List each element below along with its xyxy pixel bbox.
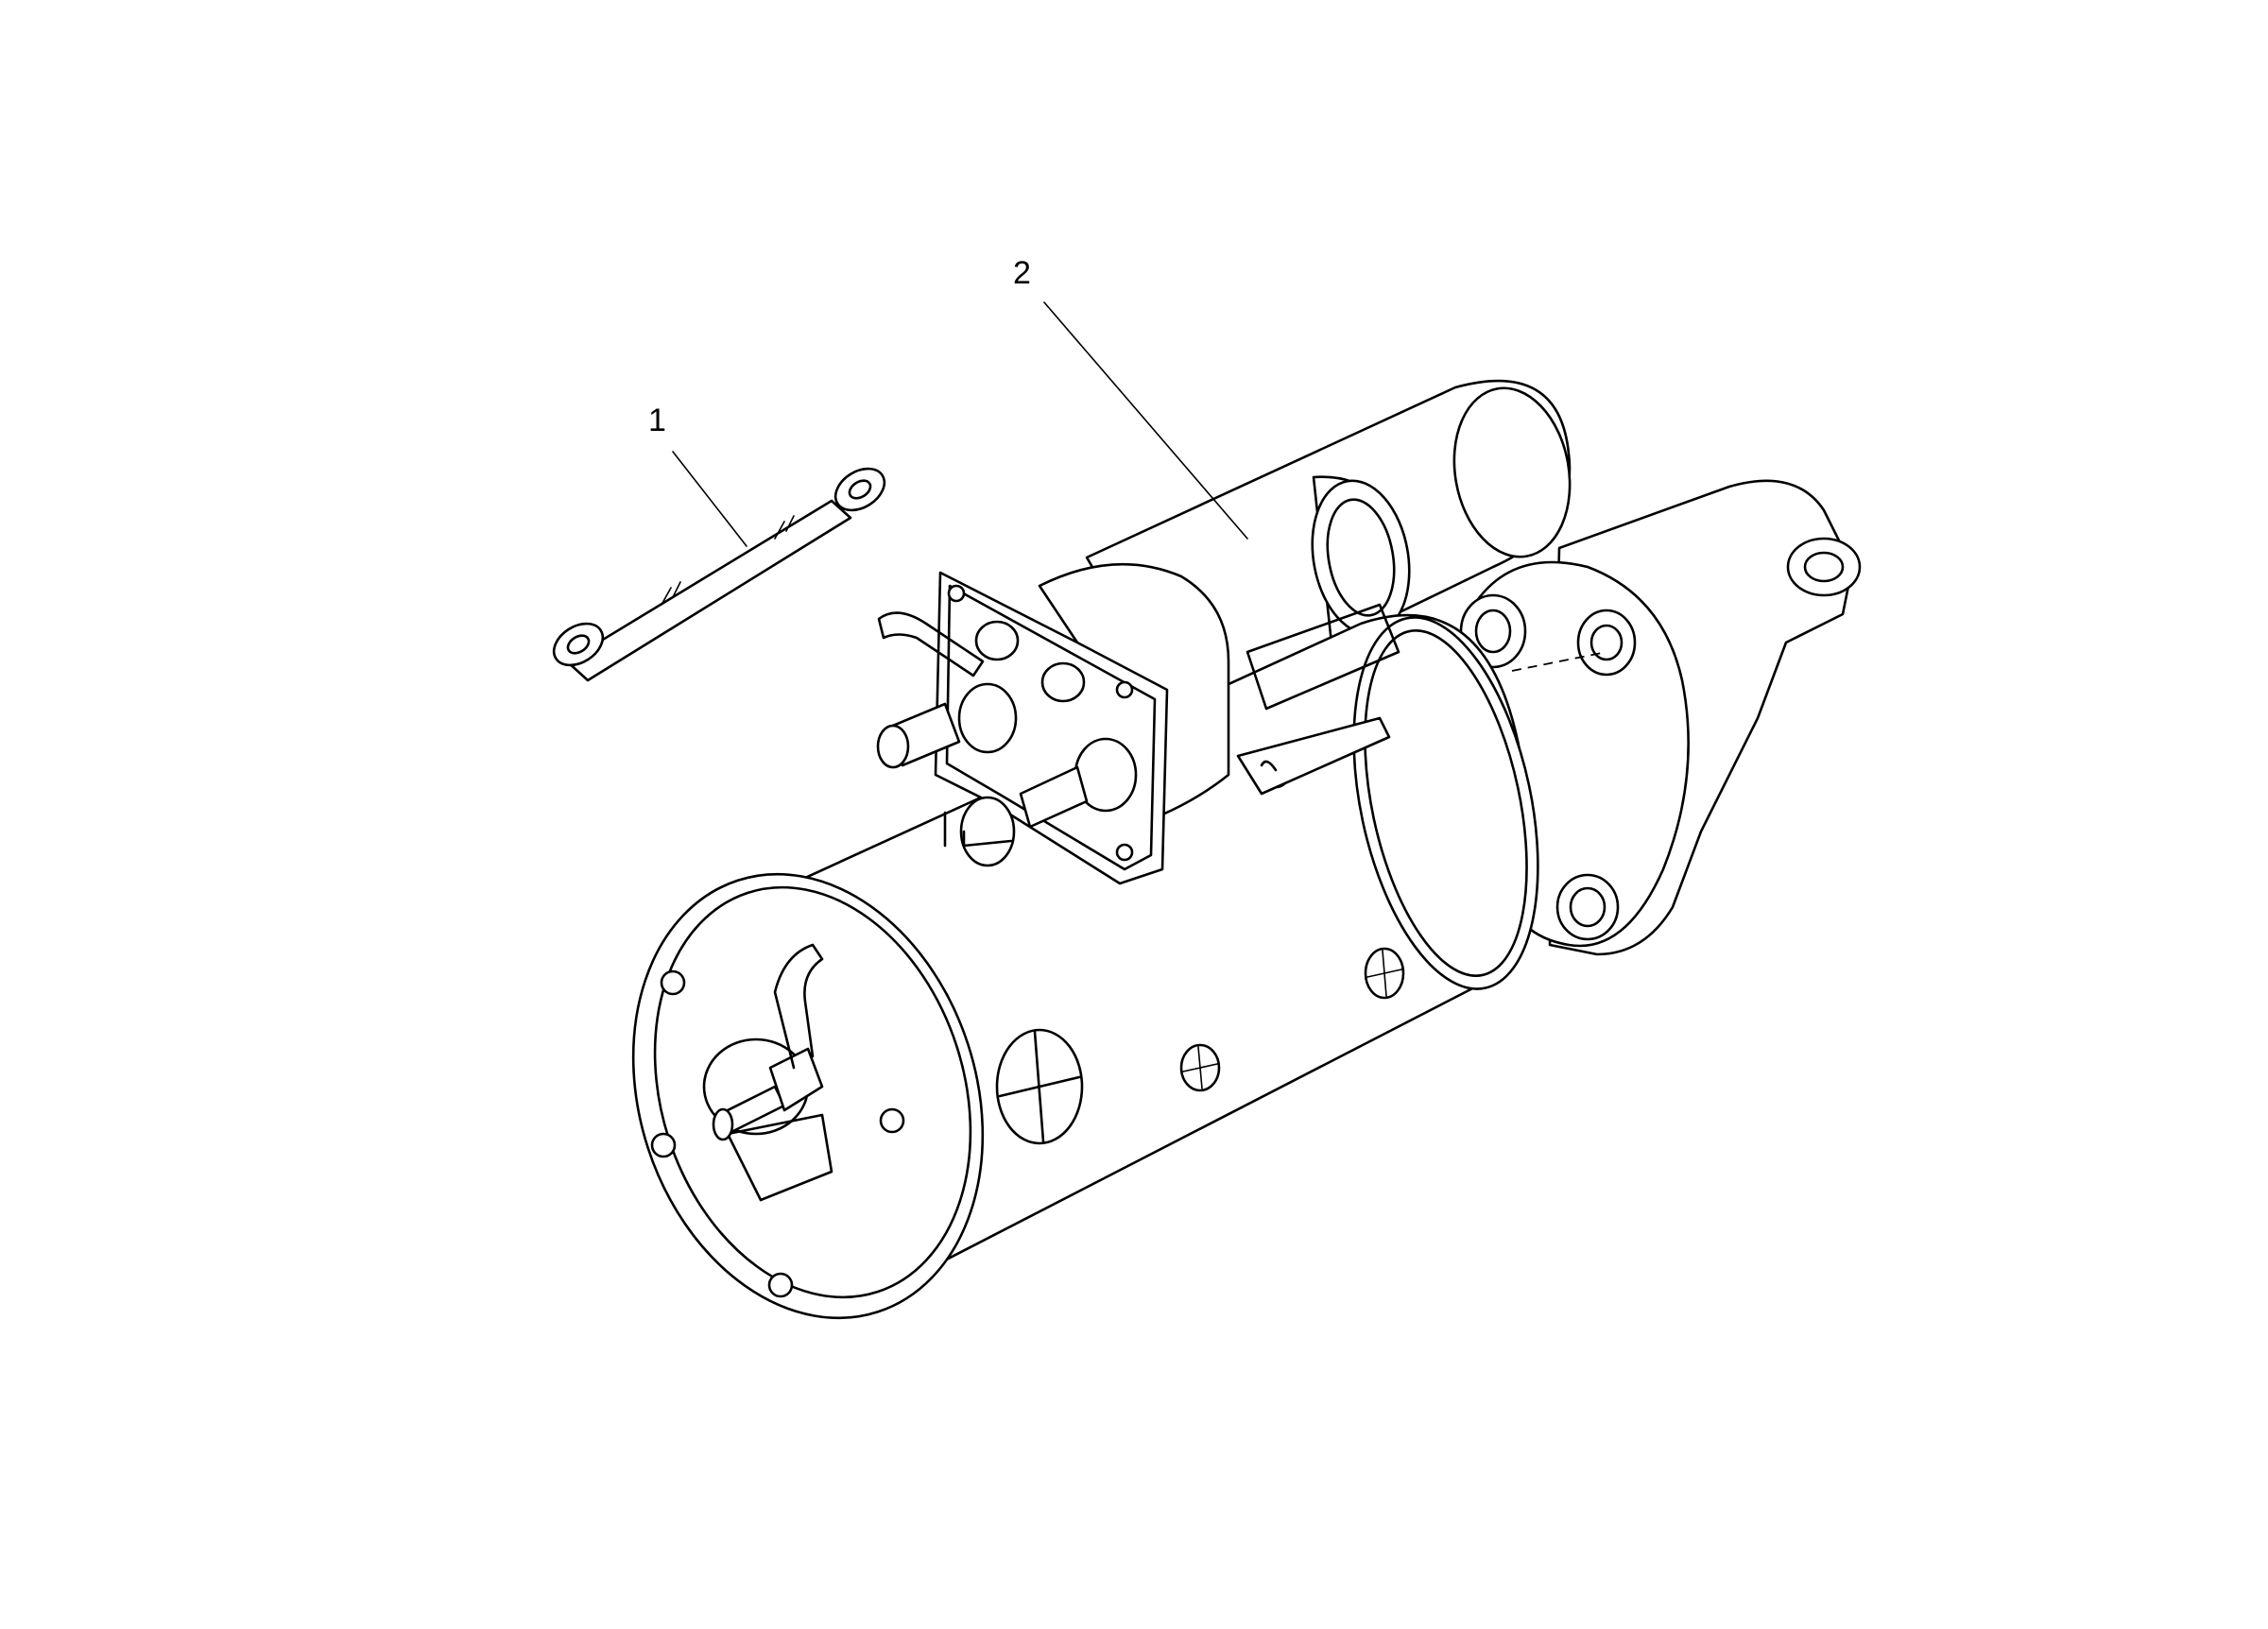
leader-line-2	[1043, 301, 1248, 540]
end-cap	[631, 872, 985, 1320]
callout-number-1: 1	[648, 403, 666, 438]
callout-1: 1	[648, 403, 747, 547]
terminal-studs	[876, 611, 1138, 867]
inspection-covers	[995, 947, 1405, 1145]
callout-number-2: 2	[1013, 255, 1031, 291]
body-bracket	[1236, 716, 1391, 796]
ground-strap-icon	[552, 467, 886, 682]
starter-motor-icon	[631, 379, 1862, 1320]
leader-line-1	[672, 451, 747, 547]
callout-2: 2	[1013, 255, 1248, 540]
